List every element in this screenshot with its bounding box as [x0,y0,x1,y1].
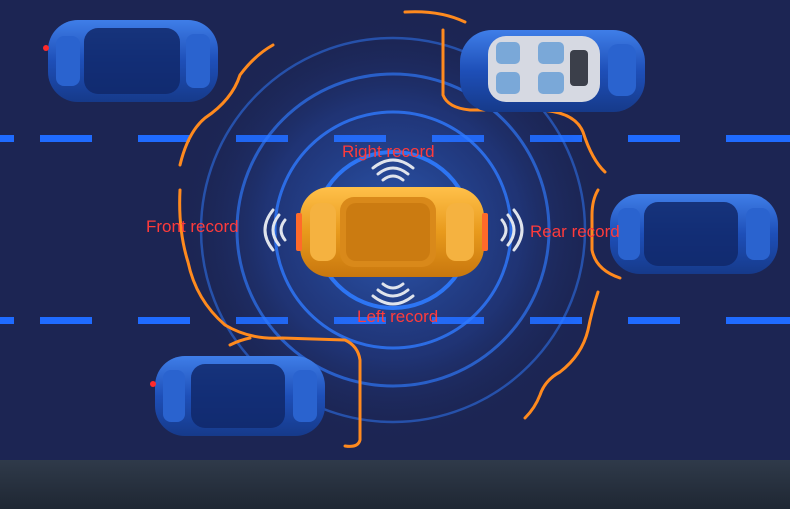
car-right [610,194,778,274]
car-convertible [460,30,645,112]
label-right-record: Right record [342,142,435,161]
car-top-left [43,20,218,102]
car-bottom-left [150,356,325,436]
wifi-wave-icon [263,158,524,306]
label-front-record: Front record [146,217,239,236]
label-rear-record: Rear record [530,222,620,241]
ego-car [296,187,488,277]
detection-boundary [178,10,622,448]
label-left-record: Left record [357,307,438,326]
curb [0,460,790,509]
